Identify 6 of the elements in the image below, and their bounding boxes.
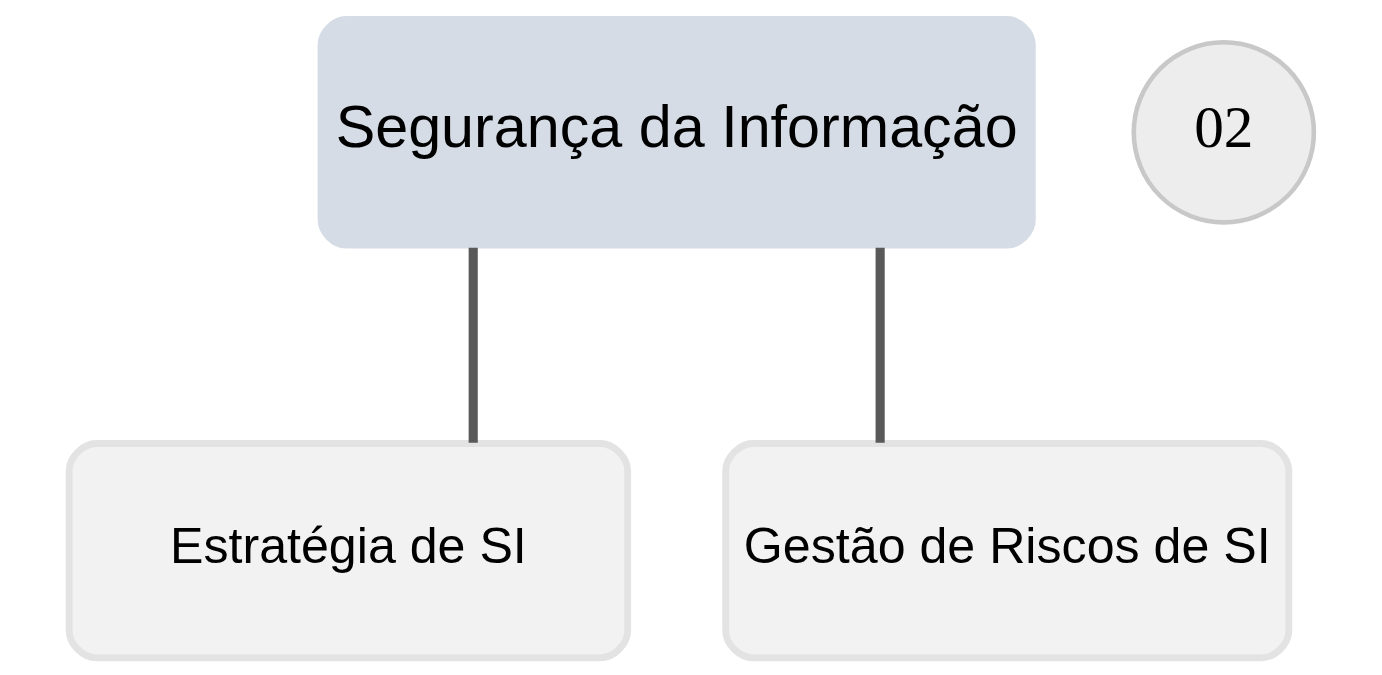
connector xyxy=(875,247,885,443)
node-box: Estratégia de SI xyxy=(65,440,631,662)
node-circle: 02 xyxy=(1131,40,1316,225)
node-box: Gestão de Riscos de SI xyxy=(721,440,1292,662)
connector xyxy=(468,247,478,443)
node-box: Segurança da Informação xyxy=(317,16,1036,249)
